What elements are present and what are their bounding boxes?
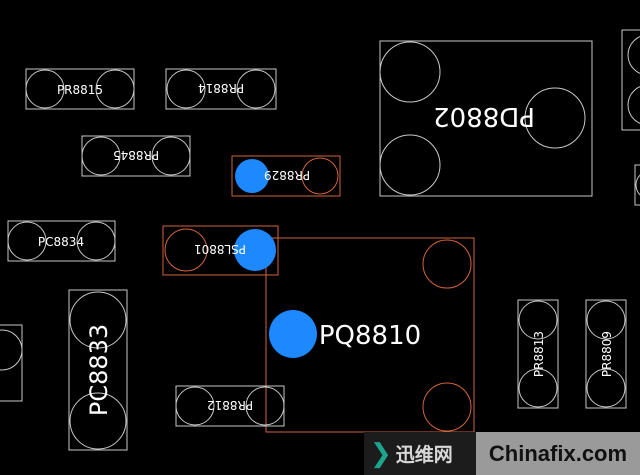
component-PR8814[interactable]: PR8814 bbox=[165, 68, 277, 110]
component-PC8833[interactable]: PC8833 bbox=[68, 289, 128, 451]
component-PQ8810[interactable]: PQ8810 bbox=[265, 237, 475, 433]
chevron-right-icon: ❯ bbox=[370, 438, 392, 469]
watermark-chinese: 迅维网 bbox=[395, 444, 453, 466]
component-PR8829[interactable]: PR8829 bbox=[231, 155, 341, 197]
highlighted-pad[interactable] bbox=[235, 159, 269, 193]
component-PR8845[interactable]: PR8845 bbox=[81, 135, 191, 177]
component-PR8809[interactable]: PR8809 bbox=[585, 299, 627, 409]
label-PR8813: PR8813 bbox=[532, 331, 546, 377]
watermark-brand: ❯ 迅维网 bbox=[364, 432, 476, 475]
label-PC8834: PC8834 bbox=[38, 235, 84, 249]
partial-component-right-mid[interactable] bbox=[634, 164, 640, 206]
label-PR8845: PR8845 bbox=[113, 148, 159, 162]
component-PR8815[interactable]: PR8815 bbox=[25, 68, 135, 110]
watermark-site: Chinafix.com bbox=[476, 432, 640, 475]
component-PR8813[interactable]: PR8813 bbox=[517, 299, 559, 409]
label-PR8814: PR8814 bbox=[198, 81, 244, 95]
partial-component-right-top[interactable] bbox=[621, 29, 640, 131]
label-PR8809: PR8809 bbox=[600, 331, 614, 377]
label-PR8829: PR8829 bbox=[264, 168, 310, 182]
watermark: ❯ 迅维网 Chinafix.com bbox=[364, 432, 640, 475]
label-PQ8810: PQ8810 bbox=[319, 321, 421, 351]
label-PSL8801: PSL8801 bbox=[194, 242, 246, 256]
label-PR8812: PR8812 bbox=[207, 398, 253, 412]
highlighted-pad[interactable] bbox=[234, 229, 276, 271]
highlighted-pad[interactable] bbox=[269, 310, 317, 358]
label-PD8802: PD8802 bbox=[433, 101, 535, 131]
component-PSL8801[interactable]: PSL8801 bbox=[162, 225, 279, 276]
component-PR8812[interactable]: PR8812 bbox=[175, 385, 285, 427]
component-PD8802[interactable]: PD8802 bbox=[379, 40, 593, 197]
component-PC8834[interactable]: PC8834 bbox=[7, 220, 116, 262]
partial-component-left[interactable] bbox=[0, 324, 23, 402]
label-PC8833: PC8833 bbox=[85, 324, 113, 416]
label-PR8815: PR8815 bbox=[57, 83, 103, 97]
